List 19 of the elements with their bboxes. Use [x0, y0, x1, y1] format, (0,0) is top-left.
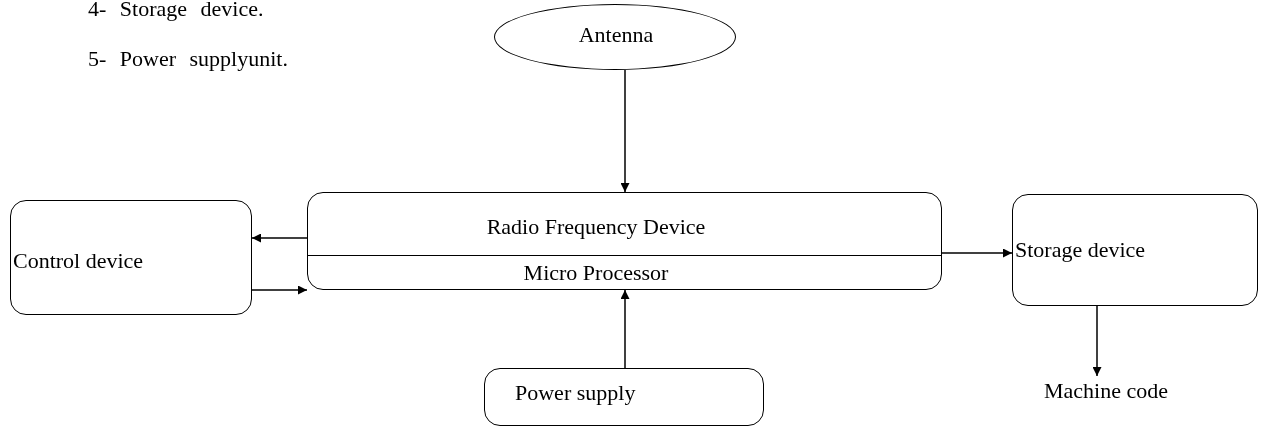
- node-label: Radio Frequency Device: [486, 214, 706, 240]
- arrow: [251, 233, 308, 243]
- arrow: [620, 69, 630, 193]
- node-label: Micro Processor: [523, 260, 669, 286]
- machine-code-text: Machine code: [1044, 378, 1168, 404]
- arrow: [1092, 305, 1102, 377]
- arrow: [251, 285, 308, 295]
- list-item: 5- Power supplyunit.: [88, 46, 288, 72]
- node-label: Storage device: [1015, 237, 1146, 263]
- arrow: [620, 289, 630, 369]
- storage-device-box: [1012, 194, 1258, 306]
- node-label: Antenna: [578, 22, 654, 48]
- node-label: Power supply: [515, 380, 636, 406]
- power-supply-box: [484, 368, 764, 426]
- control-device-box: [10, 200, 252, 315]
- processor-box: [307, 192, 942, 290]
- arrow: [941, 248, 1013, 258]
- list-item: 4- Storage device.: [88, 0, 264, 22]
- node-label: Control device: [13, 248, 144, 274]
